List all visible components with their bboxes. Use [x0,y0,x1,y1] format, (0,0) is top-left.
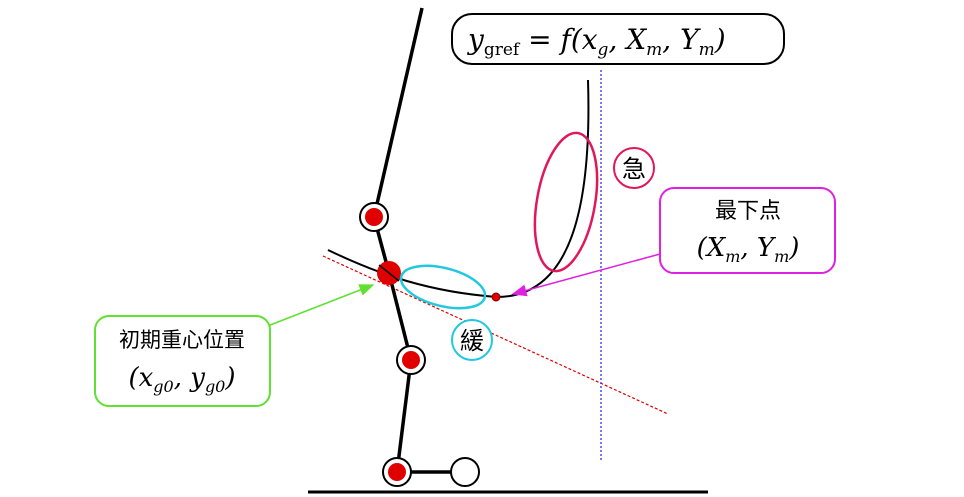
min-point-dot [491,292,501,302]
initial-cog-title: 初期重心位置 [119,328,245,352]
steep-label: 急 [622,155,646,183]
min-point-title: 最下点 [715,199,781,224]
red-dotted-line [322,255,669,415]
initial-cog-box [94,315,271,407]
cog-marker [377,261,401,285]
gentle-label: 緩 [460,327,484,355]
toe-circle [450,457,480,487]
gentle-ellipse [399,264,487,310]
min-point-arrow [511,253,661,297]
formula-box [451,13,785,65]
min-point-box [659,187,836,274]
ankle-joint [382,457,412,487]
initial-cog-arrow [264,284,375,328]
initial-cog-coords: (xg0, yg0) [128,363,235,396]
upper-body-link [372,7,424,218]
trajectory-curve [327,79,590,299]
steep-label-circle [613,147,655,189]
formula-text: ygref = f(xg, Xm, Ym) [466,23,726,60]
hip-joint [359,202,389,232]
lower-leg-link [395,359,413,473]
gentle-label-circle [451,319,493,361]
steep-ellipse [533,131,599,273]
knee-joint [396,345,426,375]
min-point-coords: (Xm, Ym) [697,233,800,266]
